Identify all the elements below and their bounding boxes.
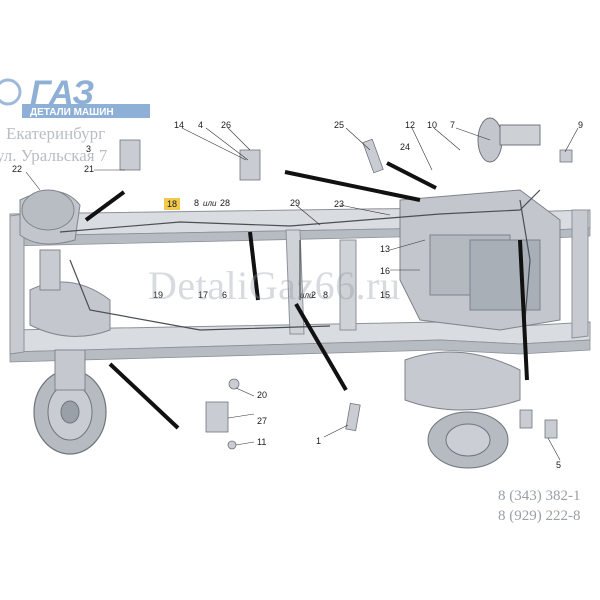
address-city: Екатеринбург [6,124,106,143]
callout-4: 4 [198,120,203,130]
callout-15: 15 [380,290,390,300]
address-street: ул. Уральская 7 [0,146,108,165]
callout-28: 28 [220,198,230,208]
callout-26: 26 [221,120,231,130]
callout-14: 14 [174,120,184,130]
or-label-2: или [300,291,314,300]
phone-2: 8 (929) 222-8 [498,508,581,524]
callout-12: 12 [405,120,415,130]
callout-9: 9 [578,120,583,130]
callout-18: 18 [167,199,177,209]
rear-axle [399,117,561,469]
callout-1: 1 [316,436,321,446]
brake-lines [59,189,541,331]
callout-25: 25 [334,120,344,130]
callout-16: 16 [380,266,390,276]
gaz-logo: ГАЗ ДЕТАЛИ МАШИН [0,74,152,118]
callout-19: 19 [153,290,163,300]
callout-13: 13 [380,244,390,254]
callout-3: 3 [86,144,91,154]
callout-7: 7 [450,120,455,130]
logo-sub: ДЕТАЛИ МАШИН [30,107,114,118]
callout-22: 22 [12,164,22,174]
callout-29: 29 [290,198,300,208]
or-label-1: или [203,199,217,208]
callout-6: 6 [222,290,227,300]
callout-24: 24 [400,142,410,152]
callout-21: 21 [84,164,94,174]
callout-11: 11 [257,437,266,447]
callout-17: 17 [198,290,208,300]
callout-18-highlight [164,198,180,210]
callout-8a: 8 [194,198,199,208]
callout-8b: 8 [323,290,328,300]
watermark: DetaliGaz66.ru [148,263,401,308]
callout-27: 27 [257,416,267,426]
callout-10: 10 [427,120,437,130]
callout-20: 20 [257,390,267,400]
callout-23: 23 [334,199,344,209]
pointer-arrows [84,161,529,430]
leader-lines [25,127,579,461]
callouts: 1 2 3 4 5 6 7 8 8 9 10 11 12 13 14 15 16… [12,120,583,470]
callout-2: 2 [311,290,316,300]
front-axle [19,189,111,455]
callout-5: 5 [556,460,561,470]
phone-1: 8 (343) 382-1 [498,488,581,504]
